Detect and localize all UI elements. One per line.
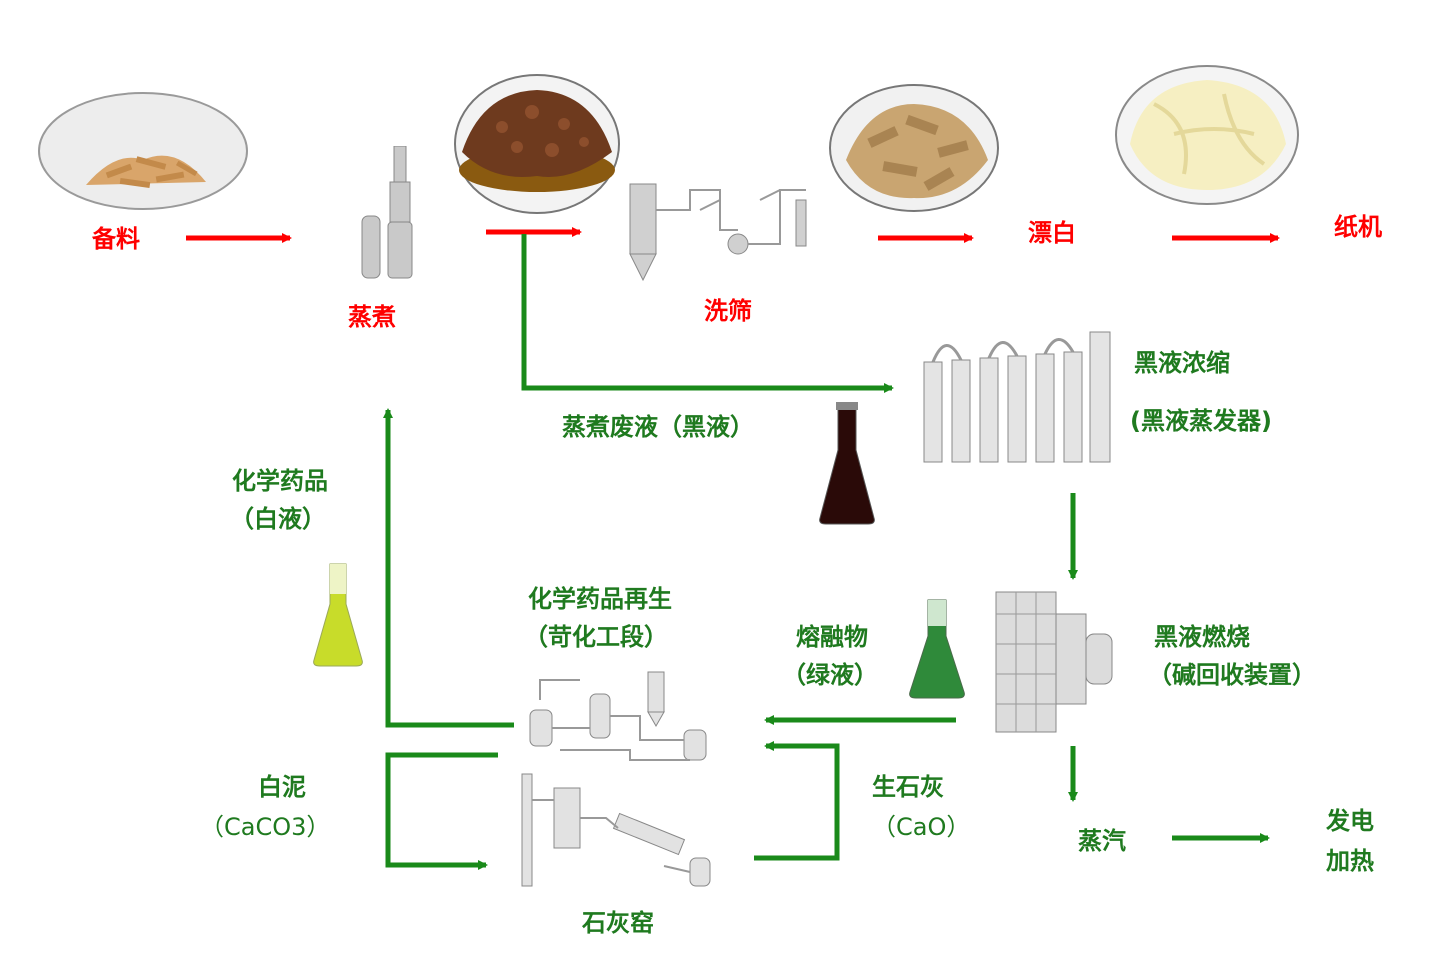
label-evaporation: 黑液浓缩 bbox=[1134, 349, 1230, 377]
label-quicklime-formula: （CaO） bbox=[872, 813, 971, 841]
label-regeneration: 化学药品再生 bbox=[528, 585, 672, 613]
lime-kiln-image bbox=[521, 773, 711, 887]
label-prep: 备料 bbox=[92, 225, 140, 253]
wood-chips-image bbox=[38, 92, 248, 210]
recovery-boiler-image bbox=[995, 591, 1113, 733]
label-quicklime: 生石灰 bbox=[872, 773, 944, 801]
label-power: 发电 bbox=[1326, 807, 1374, 835]
label-causticizing: （苛化工段） bbox=[524, 623, 668, 651]
label-evaporator: (黑液蒸发器) bbox=[1130, 407, 1272, 435]
label-black-liquor: 蒸煮废液（黑液） bbox=[562, 413, 754, 441]
arrow-black-liquor bbox=[521, 234, 894, 393]
washed-pulp-image bbox=[829, 84, 999, 212]
bleached-pulp-image bbox=[1115, 65, 1299, 205]
green-liquor-flask-image bbox=[909, 599, 965, 699]
white-liquor-flask-image bbox=[313, 563, 363, 667]
label-recovery-boiler: （碱回收装置） bbox=[1148, 661, 1316, 689]
label-white-liquor: （白液） bbox=[230, 505, 326, 533]
label-kiln: 石灰窑 bbox=[582, 909, 654, 937]
causticizing-plant-image bbox=[529, 671, 707, 761]
label-combustion: 黑液燃烧 bbox=[1154, 623, 1250, 651]
label-lime-mud: 白泥 bbox=[258, 773, 306, 801]
digester-image bbox=[361, 146, 413, 279]
arrow-quicklime-return bbox=[754, 741, 840, 861]
label-bleaching: 漂白 bbox=[1028, 219, 1076, 247]
label-heating: 加热 bbox=[1326, 847, 1374, 875]
washer-screens-image bbox=[629, 183, 807, 282]
arrow-white-liquor-return bbox=[383, 408, 514, 728]
cooked-pulp-image bbox=[454, 74, 620, 214]
label-cooking: 蒸煮 bbox=[348, 303, 396, 331]
evaporator-plant-image bbox=[923, 331, 1111, 463]
label-washing: 洗筛 bbox=[704, 297, 752, 325]
black-liquor-flask-image bbox=[819, 402, 875, 525]
label-smelt: 熔融物 bbox=[796, 623, 868, 651]
arrow-lime-mud-to-kiln bbox=[385, 752, 498, 870]
label-paper-machine: 纸机 bbox=[1334, 213, 1382, 241]
label-steam: 蒸汽 bbox=[1078, 827, 1126, 855]
label-lime-mud-formula: （CaCO3） bbox=[200, 813, 331, 841]
label-green-liquor: （绿液） bbox=[782, 661, 878, 689]
label-chemicals: 化学药品 bbox=[232, 467, 328, 495]
